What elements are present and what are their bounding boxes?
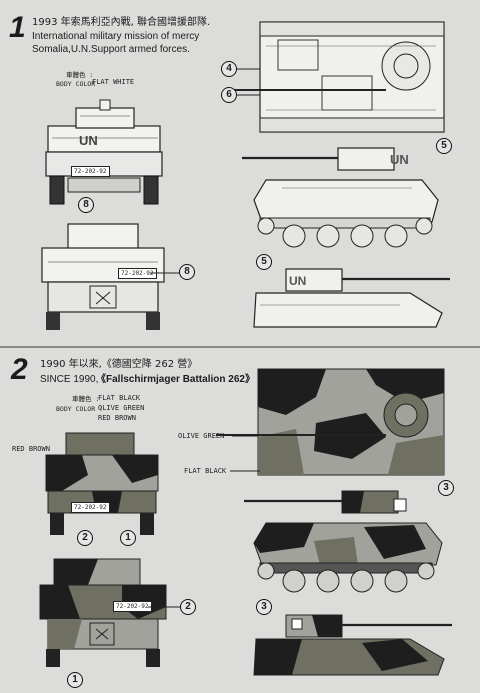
callout-3-lower: 3 xyxy=(256,599,272,615)
body-color-3: RED BROWN xyxy=(98,414,136,422)
leader-line xyxy=(148,606,180,608)
scheme-title-english-unit: 《Fallschirmjager Battalion 262》 xyxy=(96,374,255,385)
body-color-1: FLAT BLACK xyxy=(98,394,141,402)
callout-5-lower: 5 xyxy=(256,254,272,270)
callout-2-front: 2 xyxy=(77,530,93,546)
camo-vehicle-rear-view xyxy=(39,558,167,667)
un-marking-front: UN xyxy=(79,133,98,148)
body-color-value: FLAT WHITE xyxy=(92,78,135,86)
scheme-title-english-prefix: SINCE 1990, xyxy=(40,374,99,385)
callout-3-upper: 3 xyxy=(438,480,454,496)
camo-vehicle-top-view xyxy=(216,368,445,476)
camo-vehicle-side-view-left xyxy=(244,490,443,593)
callout-2-rear: 2 xyxy=(180,599,196,615)
scheme-1-section: 1 1993 年索馬利亞內戰, 聯合國增援部隊. International m… xyxy=(9,11,452,330)
body-color-2: OLIVE GREEN xyxy=(98,404,145,412)
leader-line xyxy=(232,435,258,437)
callout-1-rear: 1 xyxy=(67,672,83,688)
body-color-label: BODY COLOR : xyxy=(56,405,103,413)
callout-8-front: 8 xyxy=(78,197,94,213)
vehicle-side-view-right xyxy=(253,268,450,328)
vehicle-top-view xyxy=(226,21,445,133)
side-label-olive-green: OLIVE GREEN xyxy=(178,432,225,440)
leader-line xyxy=(230,470,260,472)
side-label-flat-black: FLAT BLACK xyxy=(184,467,227,475)
callout-1-front: 1 xyxy=(120,530,136,546)
body-color-label-cn: 車體色 : xyxy=(72,395,100,403)
license-plate-front: 72-202-92 xyxy=(71,502,110,513)
vehicle-front-view xyxy=(45,99,163,205)
side-label-red-brown: RED BROWN xyxy=(12,445,50,453)
scheme-title-chinese: 1990 年以來,《德國空降 262 營》 xyxy=(40,359,198,370)
section-divider xyxy=(0,346,480,348)
callout-6: 6 xyxy=(221,87,237,103)
leader-line xyxy=(236,68,260,70)
body-color-label-cn: 車體色 : xyxy=(66,71,94,79)
un-marking-side-right: UN xyxy=(289,274,307,288)
vehicle-side-view-left xyxy=(242,147,439,248)
scheme-2-section: 2 1990 年以來,《德國空降 262 營》 SINCE 1990, 《Fal… xyxy=(0,347,480,693)
un-marking-side: UN xyxy=(390,152,409,167)
callout-5-upper: 5 xyxy=(436,138,452,154)
scheme-number: 1 xyxy=(9,11,26,44)
scheme-number: 2 xyxy=(11,353,28,386)
camo-vehicle-side-view-right xyxy=(253,614,452,676)
callout-8-rear: 8 xyxy=(179,264,195,280)
leader-line xyxy=(236,94,260,96)
scheme-title-english-line1: International military mission of mercy xyxy=(32,31,200,42)
leader-line xyxy=(150,272,180,274)
camo-vehicle-front-view xyxy=(45,432,159,535)
callout-4: 4 xyxy=(221,61,237,77)
body-color-label: BODY COLOR xyxy=(56,80,96,88)
license-plate-front: 72-202-92 xyxy=(71,166,110,177)
scheme-title-chinese: 1993 年索馬利亞內戰, 聯合國增援部隊. xyxy=(32,17,211,28)
scheme-title-english-line2: Somalia,U.N.Support armed forces. xyxy=(32,44,190,55)
license-plate-rear: 72-202-92 xyxy=(113,601,152,612)
